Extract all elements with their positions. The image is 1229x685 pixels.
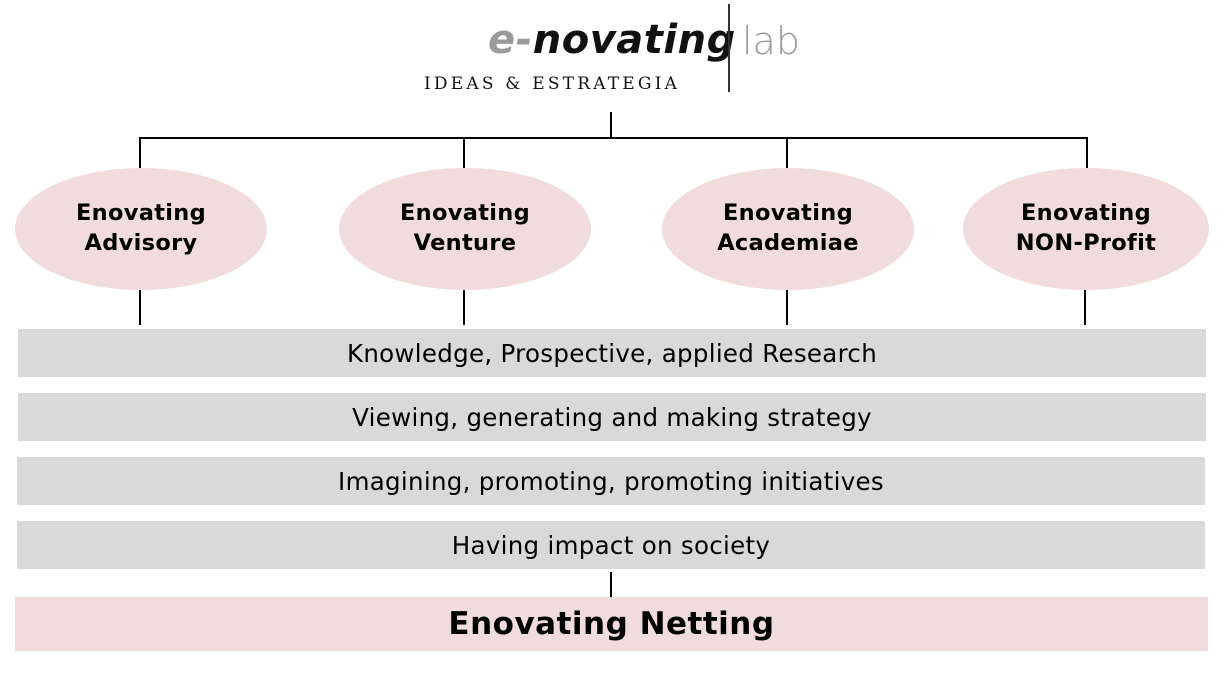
logo-tagline: IDEAS & ESTRATEGIA xyxy=(424,74,681,94)
layer-initiatives: Imagining, promoting, promoting initiati… xyxy=(17,457,1205,505)
branch-subtitle: Advisory xyxy=(84,230,198,256)
logo-name: novating xyxy=(532,17,736,63)
logo-divider xyxy=(728,4,730,92)
branch-title: Enovating xyxy=(400,200,530,227)
foundation-netting: Enovating Netting xyxy=(15,597,1208,651)
logo-wordmark: e-novating xyxy=(488,20,736,60)
branch-title: Enovating xyxy=(76,200,206,227)
layer-impact: Having impact on society xyxy=(17,521,1205,569)
branch-subtitle: Venture xyxy=(413,230,517,256)
branch-title: Enovating xyxy=(1021,200,1151,227)
layer-strategy: Viewing, generating and making strategy xyxy=(18,393,1206,441)
logo-prefix: e- xyxy=(488,17,533,63)
logo: e-novating IDEAS & ESTRATEGIA lab xyxy=(420,0,820,100)
layer-research: Knowledge, Prospective, applied Research xyxy=(18,329,1206,377)
logo-suffix: lab xyxy=(742,19,800,63)
branch-title: Enovating xyxy=(722,200,853,227)
branch-subtitle: Academiae xyxy=(717,230,859,256)
branch-subtitle: NON-Profit xyxy=(1015,230,1157,256)
